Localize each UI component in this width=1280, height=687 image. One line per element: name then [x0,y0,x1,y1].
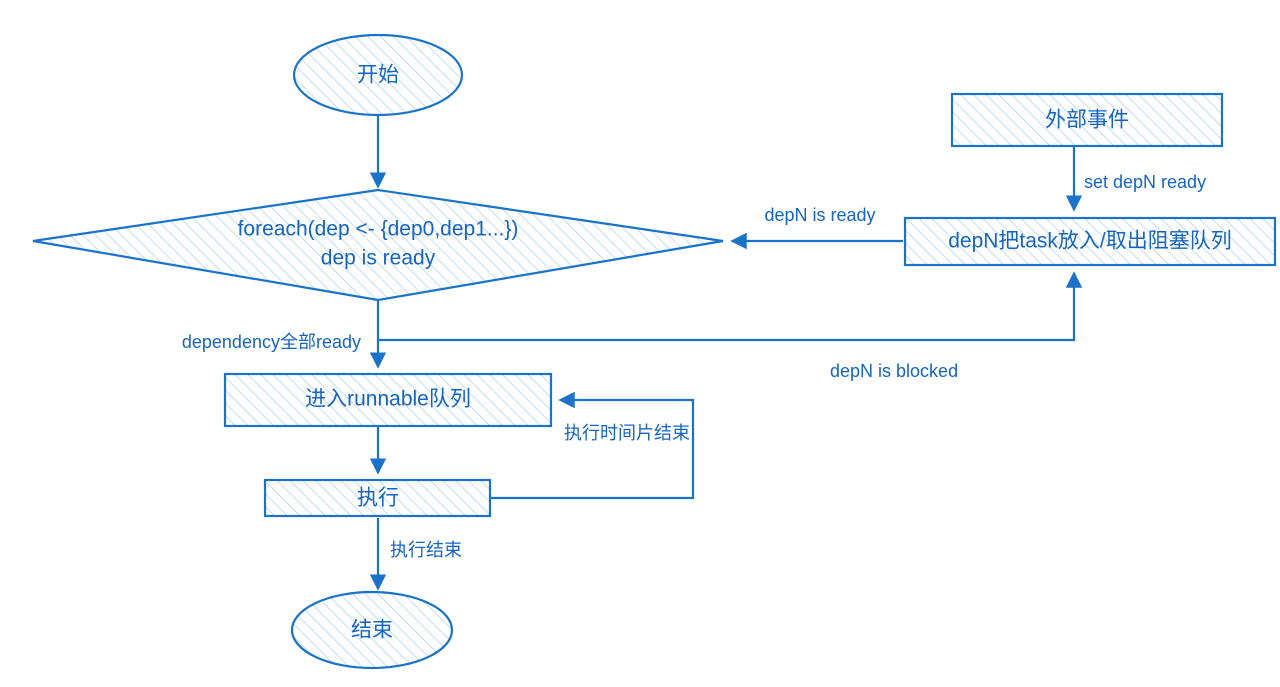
node-decision[interactable]: foreach(dep <- {dep0,dep1...}) dep is re… [32,188,724,302]
block-queue-label: depN把task放入/取出阻塞队列 [948,230,1232,253]
edge-blockqueue-to-decision: depN is ready [730,205,903,250]
node-external-event[interactable]: 外部事件 [950,92,1224,148]
runnable-queue-label: 进入runnable队列 [305,388,471,411]
execute-rect-shape [263,478,492,518]
node-end[interactable]: 结束 [290,590,454,670]
external-event-label: 外部事件 [1045,109,1129,132]
edge-label-timeslice-end: 执行时间片结束 [564,423,690,443]
edge-label-depn-is-ready: depN is ready [764,205,875,225]
node-start[interactable]: 开始 [292,33,464,117]
block-queue-rect-shape [903,216,1277,267]
runnable-queue-rect-shape [223,372,553,428]
start-ellipse-shape [292,33,464,117]
edge-external-to-blockqueue: set depN ready [1065,146,1206,212]
decision-label-line2: dep is ready [321,247,436,270]
node-block-queue[interactable]: depN把task放入/取出阻塞队列 [903,216,1277,267]
execute-label: 执行 [357,487,399,510]
edge-label-depn-is-blocked: depN is blocked [830,361,958,381]
end-ellipse-shape [290,590,454,670]
start-label: 开始 [357,64,399,87]
edge-execute-to-runnable: 执行时间片结束 [490,391,695,500]
decision-diamond-shape [32,188,724,302]
decision-label-line1: foreach(dep <- {dep0,dep1...}) [238,218,519,241]
edge-label-dependency-all-ready: dependency全部ready [182,332,361,352]
end-label: 结束 [351,619,393,642]
edge-label-execution-finished: 执行结束 [390,540,462,560]
edge-execute-to-end: 执行结束 [369,518,462,591]
edge-decision-to-blockqueue: depN is blocked [378,271,1083,381]
edge-decision-to-runnable: dependency全部ready [182,299,387,369]
node-runnable-queue[interactable]: 进入runnable队列 [223,372,553,428]
external-event-rect-shape [950,92,1224,148]
edge-label-set-depn-ready: set depN ready [1084,172,1206,192]
node-execute[interactable]: 执行 [263,478,492,518]
